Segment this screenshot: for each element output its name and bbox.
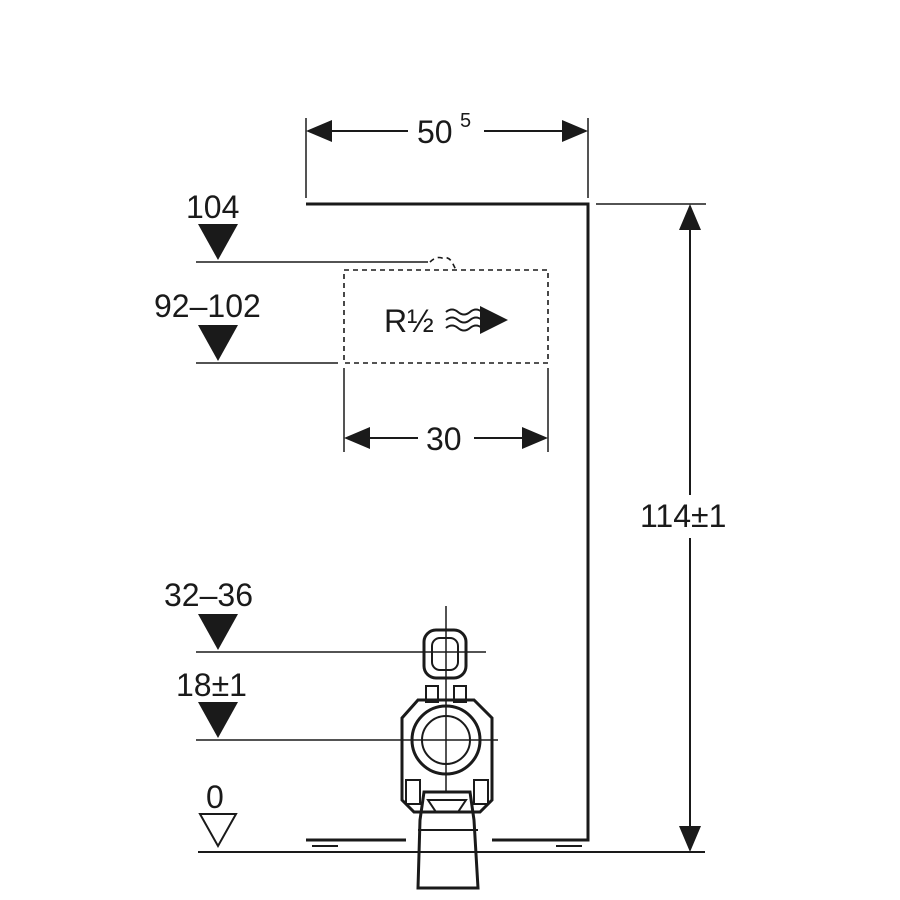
level-marker-104: 104 bbox=[186, 189, 428, 263]
level-marker-32-36: 32–36 bbox=[164, 577, 486, 653]
dimension-height-total: 114±1 bbox=[596, 203, 726, 852]
level-marker-18: 18±1 bbox=[176, 667, 498, 741]
drain-assembly bbox=[400, 606, 494, 890]
level-label-104: 104 bbox=[186, 189, 239, 225]
width-inner-label: 30 bbox=[426, 421, 462, 457]
level-label-32-36: 32–36 bbox=[164, 577, 253, 613]
level-marker-0: 0 bbox=[198, 779, 238, 849]
height-total-label: 114±1 bbox=[640, 498, 726, 534]
dimension-width-inner: 30 bbox=[343, 368, 549, 457]
connection-label: R½ bbox=[384, 303, 434, 339]
width-main-superscript: 5 bbox=[460, 110, 471, 132]
dimension-width-main: 50 5 bbox=[305, 110, 589, 198]
level-label-18: 18±1 bbox=[176, 667, 247, 703]
water-flow-icon bbox=[445, 306, 508, 334]
level-label-92-102: 92–102 bbox=[154, 288, 261, 324]
level-label-0: 0 bbox=[206, 779, 224, 815]
cistern-outline: R½ bbox=[343, 256, 549, 364]
module-body bbox=[306, 202, 590, 842]
level-marker-92-102: 92–102 bbox=[154, 288, 338, 364]
width-main-label: 50 bbox=[417, 114, 453, 150]
